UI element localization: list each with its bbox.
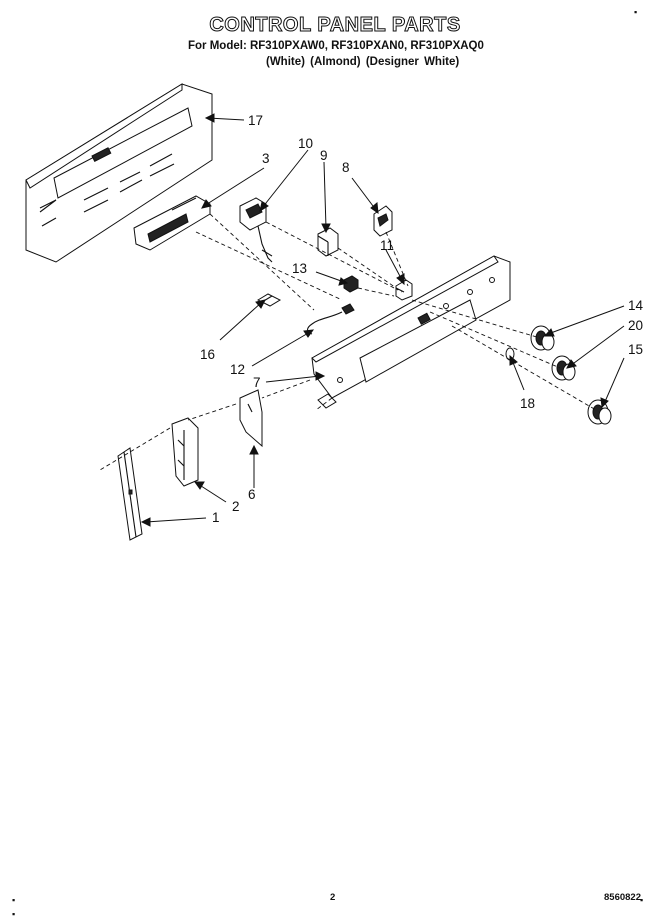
part-20-knob [551,355,576,381]
callout-17: 17 [248,113,263,128]
corner-mark-footer-left: ▪ [12,909,16,919]
callout-9: 9 [320,148,328,163]
callout-11: 11 [380,238,394,253]
callout-labels: 17 3 10 9 8 11 13 16 12 7 14 20 15 18 2 … [200,113,644,525]
color-designer-white: (Designer White) [365,56,460,68]
callout-18: 18 [520,396,535,411]
color-almond: (Almond) [310,56,361,68]
page-number: 2 [330,892,336,903]
corner-mark-bottom-left: ▪ [12,895,16,905]
callout-1: 1 [212,510,220,525]
page-title: CONTROL PANEL PARTS [209,14,461,37]
part-6-bracket [239,389,263,448]
part-15-knob [587,399,612,425]
part-1-endtrim [117,447,143,541]
color-white: (White) [266,56,305,68]
document-code: 8560822 [604,892,641,903]
callout-2: 2 [232,499,240,514]
corner-mark-bottom-right: ▪ [640,895,644,905]
assembly-lines [99,213,597,471]
part-17-backguard [25,83,213,263]
part-7-console [311,255,511,409]
callout-20: 20 [628,318,643,333]
callout-13: 13 [292,261,307,276]
callout-16: 16 [200,347,215,362]
part-12-wire [306,303,355,335]
part-9-relay [317,227,339,257]
model-line: For Model: RF310PXAW0, RF310PXAN0, RF310… [188,40,484,52]
part-13-block [343,275,359,293]
callout-7: 7 [253,375,261,390]
callout-14: 14 [628,298,644,313]
callout-6: 6 [248,487,256,502]
callout-10: 10 [298,136,313,151]
callout-3: 3 [262,151,270,166]
corner-mark-top-right: ▪ [634,7,638,17]
callout-15: 15 [628,342,643,357]
part-10-switch [239,197,273,263]
leader-arrows [140,113,625,527]
part-14-knob [530,325,555,351]
color-variants: (White) (Almond) (Designer White) [266,56,459,68]
part-2-endcap [171,417,199,487]
callout-12: 12 [230,362,245,377]
callout-8: 8 [342,160,350,175]
